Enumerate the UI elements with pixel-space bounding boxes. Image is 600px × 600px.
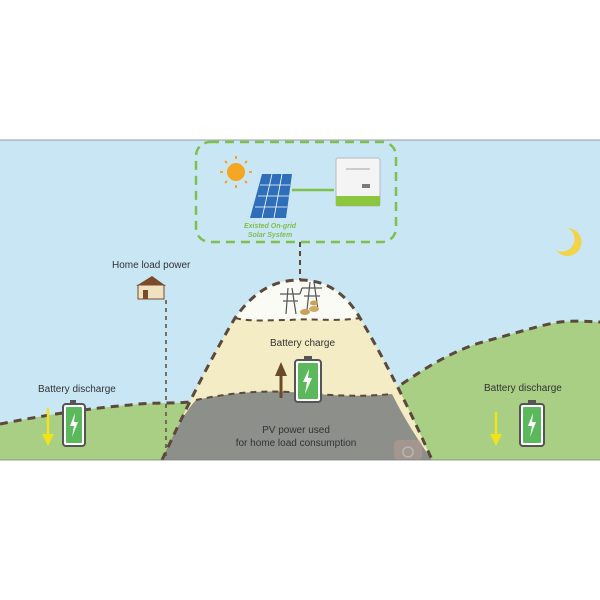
battery-icon xyxy=(294,356,322,403)
battery-icon xyxy=(519,400,545,447)
home-load-power-label: Home load power xyxy=(112,260,191,271)
hill-grey-layer xyxy=(162,391,432,460)
coin-stack-icon xyxy=(300,300,319,315)
pv-used-label-line1: PV power used xyxy=(262,425,330,436)
grass-dashed-ridge-right xyxy=(389,319,600,394)
battery-discharge-label-left: Battery discharge xyxy=(38,384,116,395)
arrow-down-icon xyxy=(42,408,54,446)
battery-discharge-label-right: Battery discharge xyxy=(484,383,562,394)
hill-grey-divider xyxy=(195,390,393,401)
solar-system-box xyxy=(194,140,398,244)
power-tower-icon xyxy=(280,281,322,315)
grass-dashed-ridge-left xyxy=(0,400,191,426)
sun-icon xyxy=(220,156,252,188)
arrow-down-icon xyxy=(490,412,502,446)
solar-system-label-line2: Solar System xyxy=(248,232,292,239)
hill-cap-divider xyxy=(234,317,361,322)
solar-panel-icon xyxy=(250,173,292,219)
inverter-icon xyxy=(335,157,381,207)
moon-icon xyxy=(556,228,582,256)
house-icon xyxy=(136,276,166,300)
pv-used-label-line2: for home load consumption xyxy=(236,438,357,449)
solar-system-label-line1: Existed On-grid xyxy=(244,223,297,230)
arrow-up-icon xyxy=(275,362,287,398)
battery-icon xyxy=(62,400,86,447)
watermark-icon xyxy=(394,440,422,460)
battery-charge-label: Battery charge xyxy=(270,338,335,349)
